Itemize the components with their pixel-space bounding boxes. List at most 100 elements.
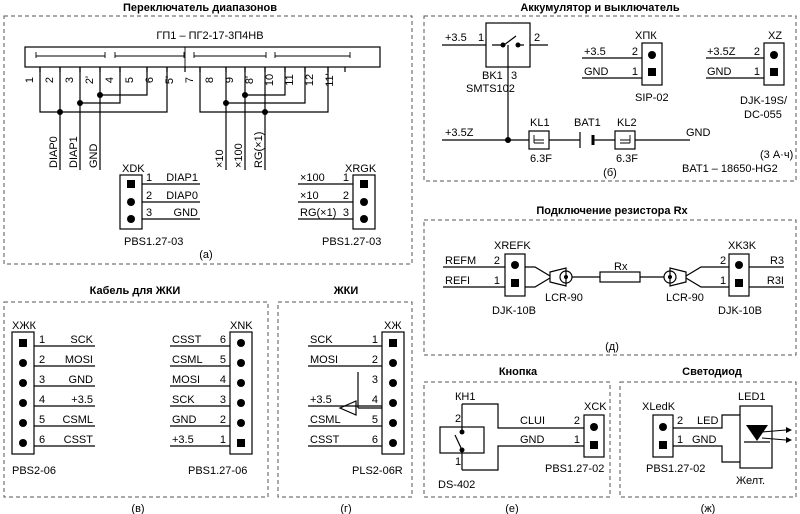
panel-g-frame: [277, 301, 413, 498]
xck-pin-num-2: 2: [574, 415, 580, 427]
xpk-pin-1: [648, 68, 656, 76]
panel-b-caption: (б): [603, 167, 617, 179]
panel-a-title: Переключатель диапазонов: [123, 2, 277, 14]
clip-left-part: LCR-90: [545, 292, 583, 304]
xrgk-label-rg: RG(×1): [300, 207, 336, 219]
xdk-label-diap1: DIAP1: [166, 172, 198, 184]
kl1-body: [528, 130, 550, 150]
xrgk-pin-2: [360, 198, 368, 206]
xrefk-body: [504, 253, 526, 297]
xnk-pin: [237, 419, 245, 427]
signal-diap1: DIAP1: [68, 136, 80, 168]
led1-ref: LED1: [738, 391, 766, 403]
kl2-ref: KL2: [617, 117, 637, 129]
xnk-signal: CSML: [172, 354, 203, 366]
panel-g-title: ЖКИ: [333, 285, 359, 297]
clip-right-leads: [685, 266, 729, 288]
panel-g-caption: (г): [340, 503, 351, 514]
xzh-pin-num: 4: [372, 394, 378, 406]
bk1-pin-1: 1: [478, 32, 484, 44]
xck-body: [583, 414, 605, 458]
lcd-pin3-4-bridge: [357, 372, 382, 409]
clip-left-leads: [525, 266, 551, 288]
kl2-value: 6.3F: [616, 153, 638, 165]
xrgk-pin-num-3: 3: [343, 207, 349, 219]
xnk-pin-num: 1: [220, 434, 226, 446]
xzhk-part: PBS2-06: [12, 465, 56, 477]
xdk-pin-num-1: 1: [146, 172, 152, 184]
rx-label: Rx: [614, 261, 628, 273]
xzhk-signal: CSST: [64, 434, 94, 446]
xrgk-part: PBS1.27-03: [322, 236, 381, 248]
xpk-pin-num-2: 2: [632, 46, 638, 58]
xzh-ref: ХЖ: [384, 320, 402, 332]
battery-type-note: BAT1 – 18650-HG2: [682, 163, 778, 175]
xnk-signal: MOSI: [172, 374, 200, 386]
xzhk-pin-num: 1: [39, 334, 45, 346]
kn1-contact-dot: [459, 429, 465, 435]
xz-pin-num-2: 2: [754, 46, 760, 58]
signal-x100: ×100: [233, 143, 245, 168]
xrgk-label-x10: ×10: [300, 190, 319, 202]
xzhk-signal: +3.5: [71, 394, 93, 406]
kn1-part: DS-402: [438, 479, 475, 491]
panel-v-lcd-cable: Кабель для ЖКИ (в) ХЖК PBS2-06 XNK PBS1.…: [3, 285, 269, 514]
xzh-pin-num: 1: [372, 334, 378, 346]
panel-e-caption: (е): [505, 503, 518, 514]
xledk-pin-num-2: 2: [677, 415, 683, 427]
xzhk-pin-num: 6: [39, 434, 45, 446]
xledk-part: PBS1.27-02: [646, 463, 705, 475]
xzh-signal: +3.5: [310, 394, 332, 406]
xzh-pin-num: 3: [372, 374, 378, 386]
junction: [97, 92, 103, 98]
panel-g-lcd: ЖКИ (г) ХЖ PLS2-06R: [277, 285, 413, 514]
xzhk-pin-num: 5: [39, 414, 45, 426]
xk3k-pin-num-2: 2: [720, 255, 726, 267]
panel-zh-title: Светодиод: [682, 366, 742, 378]
xz-part-1: DJK-19S/: [740, 95, 788, 107]
xrefk-ref: XREFK: [494, 240, 531, 252]
switch-section-3: [193, 52, 267, 58]
panel-b-frame: [423, 15, 797, 182]
bk1-part: SMTS102: [466, 83, 515, 95]
panel-v-title: Кабель для ЖКИ: [90, 285, 181, 297]
xnk-pin-num: 5: [220, 354, 226, 366]
panel-a-range-switch: Переключатель диапазонов (а) ГП1 – ПГ2-1…: [3, 2, 413, 265]
panel-b-battery: Аккумулятор и выключатель (б) +3.5 1 2 B…: [423, 2, 797, 182]
xpk-label-gnd: GND: [584, 66, 609, 78]
switch-pin-6: 6: [144, 77, 156, 83]
xdk-leads: [142, 183, 200, 220]
xnk-signal: GND: [172, 414, 197, 426]
xrefk-leads: [443, 266, 505, 288]
xk3k-pin-2: [735, 261, 743, 269]
xzh-pin: [389, 399, 397, 407]
xzhk-pin: [19, 439, 27, 447]
xrefk-pin-2: [511, 261, 519, 269]
switch-pin-11: 11: [284, 74, 296, 85]
panel-zh-led: Светодиод (ж) XLedK 2 1 LED GND PBS1.27-…: [619, 366, 797, 514]
xdk-label-diap0: DIAP0: [166, 190, 198, 202]
xnk-signal: +3.5: [172, 434, 194, 446]
xz-pin-1: [770, 68, 778, 76]
xzh-pin: [389, 379, 397, 387]
switch-pin-10: 10: [264, 74, 276, 86]
xzh-pin: [389, 359, 397, 367]
xk3k-ref: XK3K: [728, 240, 757, 252]
xrefk-label-refm: REFM: [445, 255, 476, 267]
panel-a-frame: [3, 15, 413, 265]
xledk-ref: XLedK: [642, 401, 676, 413]
bat-line-supply: +3.5Z: [445, 127, 474, 139]
xrgk-label-x100: ×100: [300, 172, 325, 184]
bat1-ref: BAT1: [574, 117, 601, 129]
panel-d-title: Подключение резистора Rx: [536, 205, 688, 217]
bk1-contact-dot: [515, 42, 521, 48]
switch-pin-8p: 8': [244, 76, 256, 84]
xzh-signal: CSST: [310, 434, 340, 446]
switch-pin-4: 4: [104, 77, 116, 83]
bat-line-gnd: GND: [686, 127, 711, 139]
xzh-signal: CSML: [310, 414, 341, 426]
panel-d-resistor: Подключение резистора Rx (д) XREFK REFM …: [423, 205, 797, 356]
kn1-pin-2: 2: [455, 413, 461, 425]
switch-pin-12: 12: [304, 74, 316, 86]
